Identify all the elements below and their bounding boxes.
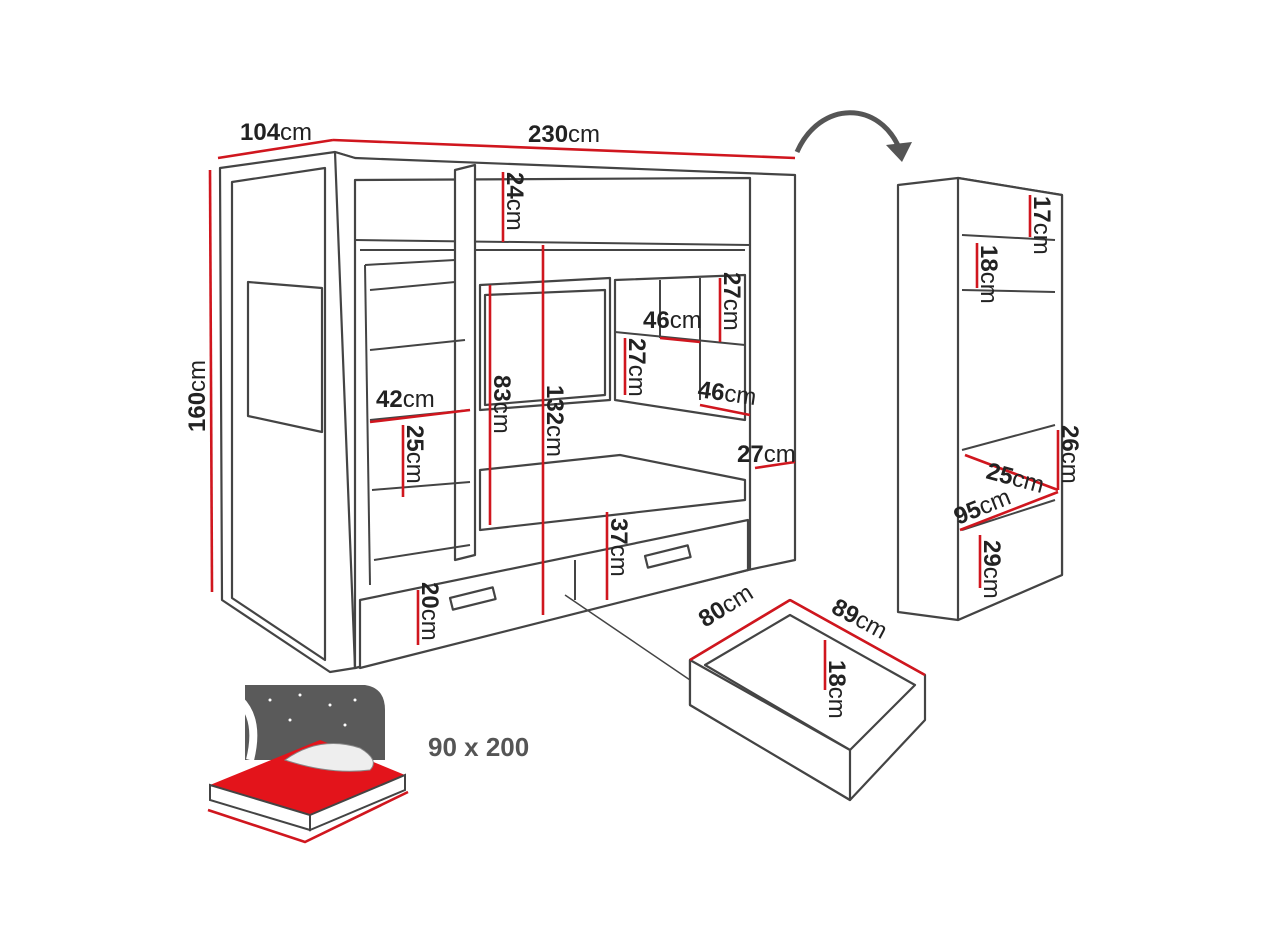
label-top-rail: 24cm (501, 172, 528, 231)
drawer-drawing (688, 598, 927, 802)
label-cabinet-compartment-depth: 25cm (983, 458, 1047, 499)
label-cabinet-second-shelf: 18cm (975, 245, 1002, 304)
label-shelf-upper-width: 46cm (643, 307, 702, 334)
label-shelf-mid-height: 27cm (623, 338, 650, 397)
label-drawer-front-height: 20cm (416, 582, 443, 641)
dimension-lines (208, 138, 1060, 690)
cabinet-drawing (896, 176, 1064, 622)
label-drawer-height: 18cm (823, 660, 850, 719)
mattress-icon (207, 685, 409, 844)
label-length: 230cm (528, 121, 600, 148)
label-cabinet-compartment-height: 26cm (1056, 425, 1083, 484)
mattress-size-label: 90 x 200 (428, 732, 529, 762)
label-depth: 104cm (240, 119, 312, 146)
label-cabinet-bottom-shelf: 29cm (978, 540, 1005, 599)
curved-arrow-icon (794, 110, 903, 154)
label-ladder-shelf-height: 25cm (401, 425, 428, 484)
label-cabinet-top-shelf: 17cm (1028, 196, 1055, 255)
label-upper-bed-height: 132cm (541, 385, 568, 457)
label-shelf-lower-width: 46cm (696, 376, 758, 411)
label-ladder-shelf-width: 42cm (376, 386, 435, 413)
label-shelf-top-right-height: 27cm (718, 272, 745, 331)
arrow-head-icon (886, 142, 912, 162)
label-lower-bed-height: 37cm (605, 518, 632, 577)
label-lower-clearance: 83cm (488, 375, 515, 434)
label-shelf-depth: 27cm (737, 441, 796, 468)
bunk-bed-drawing (218, 150, 797, 681)
label-height: 160cm (184, 360, 211, 432)
